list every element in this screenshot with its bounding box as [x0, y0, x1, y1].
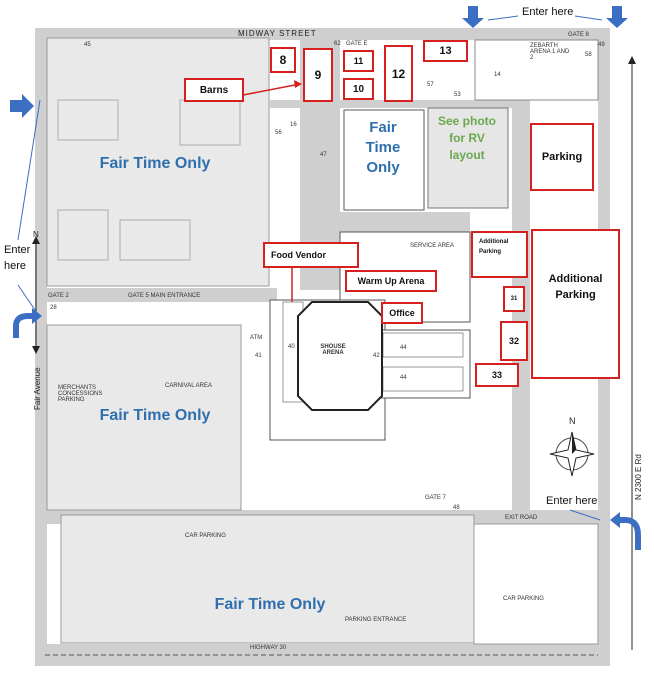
east-axis-arrow	[628, 56, 636, 64]
car-parking-label-2: CAR PARKING	[503, 596, 544, 602]
building-58: 58	[585, 52, 592, 58]
enter-top-pointer-b	[574, 15, 603, 21]
gate-5-label: GATE 5 MAIN ENTRANCE	[128, 293, 201, 299]
merchants-label: MERCHANTS CONCESSIONS PARKING	[58, 385, 103, 403]
compass-north: N	[569, 416, 576, 426]
building-53: 53	[454, 92, 461, 98]
fair-time-top: Fair Time Only	[99, 155, 211, 172]
service-road	[340, 212, 470, 232]
parking-entrance-label: PARKING ENTRANCE	[345, 617, 407, 623]
building-41: 41	[255, 353, 262, 359]
building-40: 40	[288, 344, 295, 350]
fair-time-center: Fair Time Only	[365, 119, 401, 176]
lot-33: 33	[475, 363, 519, 387]
office-callout: Office	[381, 302, 423, 324]
fair-time-middle: Fair Time Only	[99, 407, 211, 424]
barn-13: 13	[423, 40, 468, 62]
enter-here-top: Enter here	[522, 6, 574, 18]
enter-top-pointer-a	[487, 15, 519, 21]
gate5-road	[47, 288, 277, 302]
building-28: 28	[50, 305, 57, 311]
barns-pointer	[242, 83, 301, 96]
south-axis-arrow	[32, 346, 40, 354]
enter-right-pointer	[569, 509, 601, 521]
gate-e-label: GATE E	[346, 41, 368, 47]
carnival-label: CARNIVAL AREA	[165, 383, 213, 389]
atm-label: ATM	[250, 335, 263, 341]
building-57: 57	[427, 82, 434, 88]
midway-street-label: MIDWAY STREET	[238, 29, 317, 38]
service-area-label: SERVICE AREA	[410, 243, 454, 249]
additional-parking-big[interactable]: Additional Parking	[531, 229, 620, 379]
exit-road-label: EXIT ROAD	[505, 515, 538, 521]
building-48: 48	[453, 505, 460, 511]
fair-lot-bottom	[60, 514, 475, 644]
shouse-arena-building	[297, 301, 383, 411]
arrow-left-bottom-hook	[13, 313, 32, 338]
enter-here-left: Enter here	[4, 244, 31, 272]
warm-up-arena-callout: Warm Up Arena	[345, 270, 437, 292]
arrow-left	[10, 94, 34, 118]
stalls-area	[379, 329, 471, 399]
barn-10: 10	[343, 78, 374, 100]
parking-box[interactable]: Parking	[530, 123, 594, 191]
carnival-outline	[119, 219, 191, 261]
arrow-right-bottom-head	[610, 512, 620, 528]
entry-arrows	[10, 6, 628, 118]
rv-note: See photo for RV layout	[437, 114, 496, 162]
building-62: 62	[334, 41, 341, 47]
fair-avenue-label: Fair Avenue	[33, 367, 42, 410]
fair-avenue-road	[35, 28, 47, 666]
barn-8: 8	[270, 47, 296, 73]
shouse-arena-label: SHOUSE ARENA	[320, 344, 346, 356]
north-axis-arrow	[32, 236, 40, 244]
arrow-top-left	[462, 6, 484, 28]
barn-12: 12	[384, 45, 413, 102]
upper-band-road	[270, 100, 530, 108]
zebarth-lot	[474, 39, 599, 101]
gate-7-label: GATE 7	[425, 495, 446, 501]
lot-31: 31	[503, 286, 525, 312]
enter-here-right: Enter here	[546, 495, 598, 507]
fair-lot-middle	[46, 324, 242, 511]
highway-road	[35, 644, 610, 666]
building-42: 42	[373, 353, 380, 359]
highway-label: HIGHWAY 30	[250, 645, 287, 651]
enter-left-pointer-b	[17, 284, 36, 311]
east-road-label: N 2300 E Rd	[634, 454, 643, 500]
barns-pointer-head	[294, 80, 302, 88]
arrow-right-bottom-hook	[620, 517, 641, 550]
fair-time-bottom: Fair Time Only	[214, 596, 326, 613]
car-parking-label-1: CAR PARKING	[185, 533, 226, 539]
building-14: 14	[494, 72, 501, 78]
axis-north-letter: N	[33, 230, 39, 239]
arrow-top-right	[606, 6, 628, 28]
car-parking-lot	[473, 523, 599, 645]
compass-star-inner	[572, 432, 576, 454]
building-49: 49	[598, 42, 605, 48]
barn-11: 11	[343, 50, 374, 72]
barns-callout: Barns	[184, 78, 244, 102]
ferris-outline	[57, 209, 109, 261]
building-45: 45	[84, 42, 91, 48]
barn-9-10-lot	[343, 109, 425, 211]
gate-8-label: GATE 8	[568, 32, 589, 38]
compass-rose	[549, 431, 595, 477]
additional-parking-small[interactable]: Additional Parking	[471, 231, 528, 278]
building-16: 16	[290, 122, 297, 128]
barn-9: 9	[303, 48, 333, 102]
building-44a: 44	[400, 345, 407, 351]
arrow-left-bottom-head	[32, 308, 42, 324]
midway-street-road	[35, 28, 610, 40]
building-47: 47	[320, 152, 327, 158]
show-ring-outline	[57, 99, 119, 141]
building-56: 56	[275, 130, 282, 136]
gate-2-label: GATE 2	[48, 293, 69, 299]
food-vendor-callout: Food Vendor	[263, 242, 359, 268]
building-44b: 44	[400, 375, 407, 381]
zebarth-label: ZEBARTH ARENA 1 AND 2	[530, 43, 570, 61]
rv-lot	[427, 107, 509, 209]
lot-32: 32	[500, 321, 528, 361]
enter-left-pointer	[17, 99, 41, 241]
